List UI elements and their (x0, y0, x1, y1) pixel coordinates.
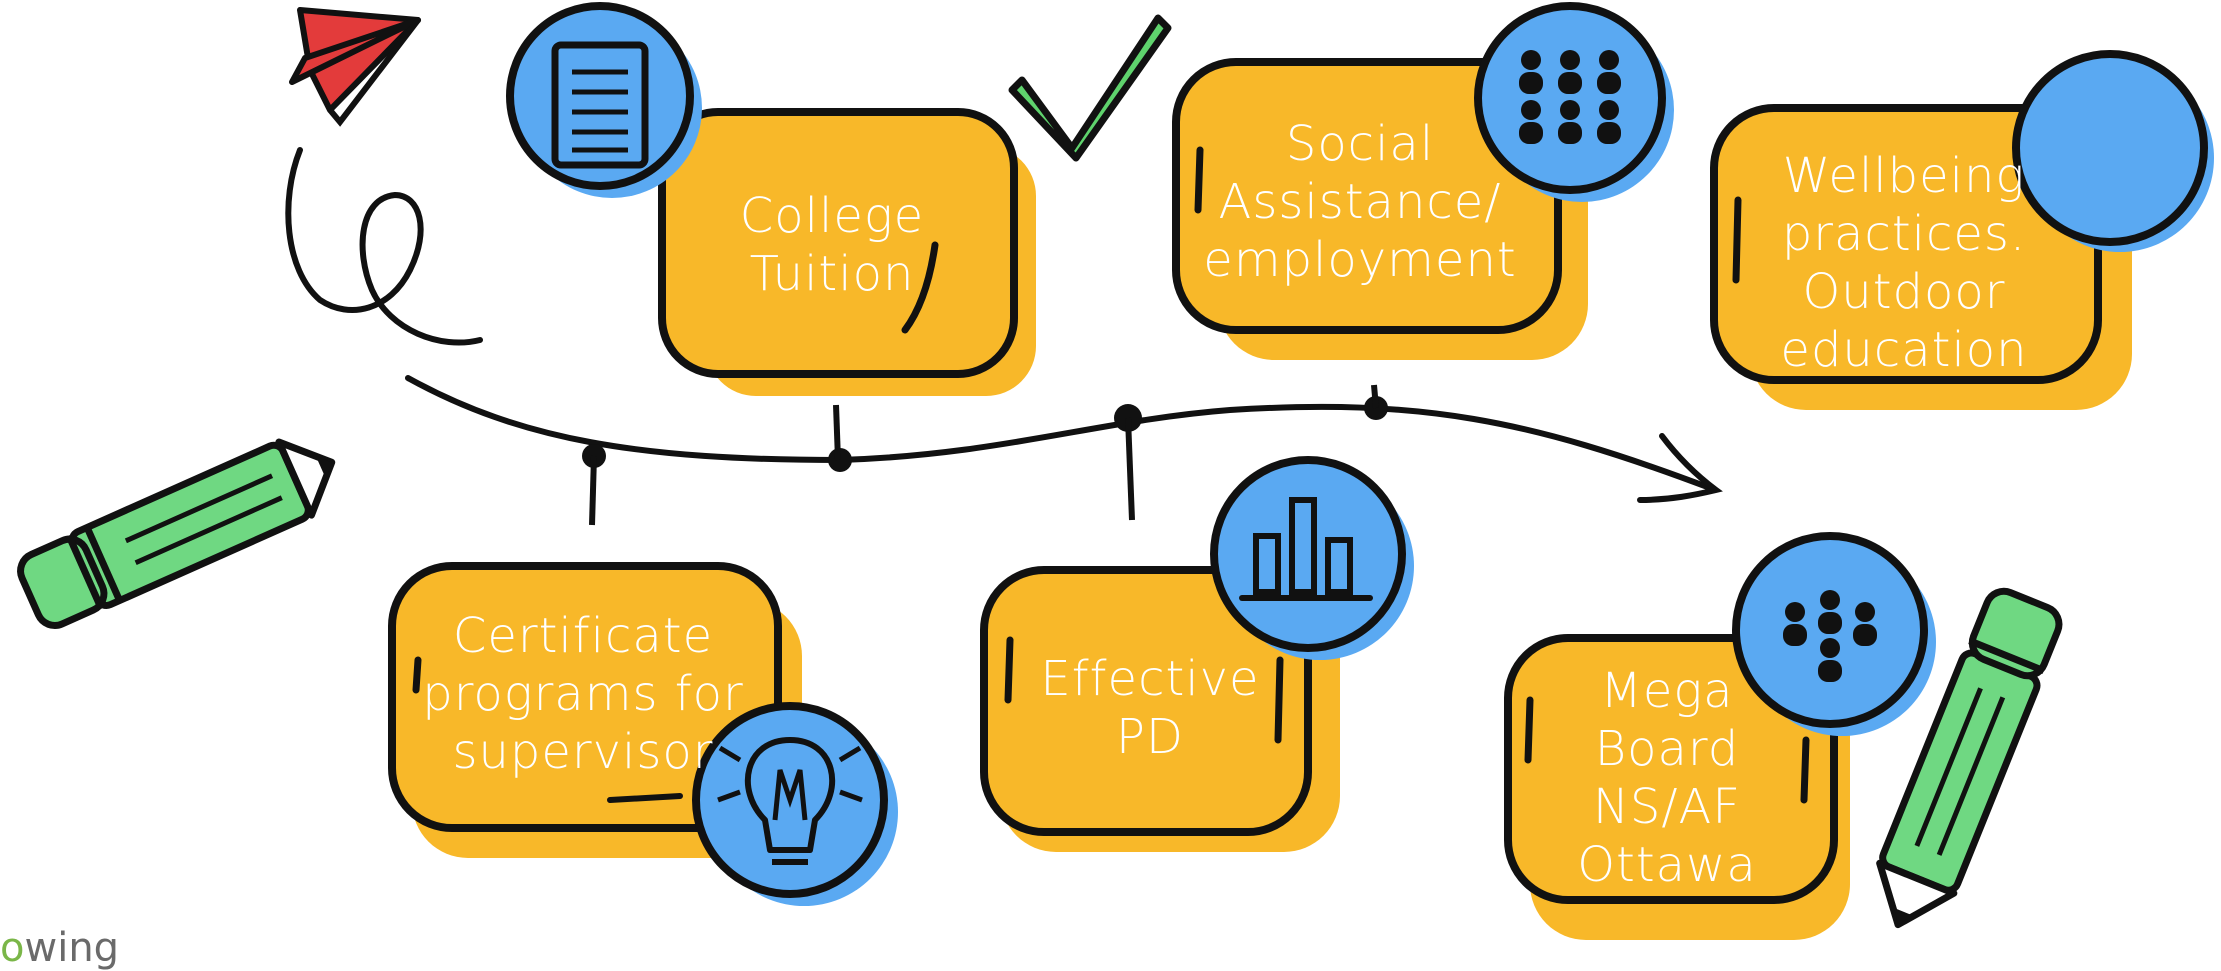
label-line: Ottawa (1577, 837, 1757, 893)
footer-green-letter: o (0, 925, 25, 971)
box-mega-board (1504, 634, 1850, 940)
pencil-icon (1876, 587, 2063, 929)
label-line: College (739, 188, 925, 244)
label-line: Wellbeing (1782, 147, 2026, 204)
label-line: supervisor (452, 724, 714, 780)
label-line: Certificate (452, 608, 714, 664)
lightbulb-icon (607, 702, 898, 906)
label-line: Mega (1600, 663, 1734, 719)
label-line: Effective (1040, 650, 1260, 707)
check-icon (1008, 14, 1172, 162)
label-line: NS/AF (1593, 779, 1741, 835)
label-line: education (1780, 321, 2028, 378)
box-college-tuition (658, 108, 1036, 396)
label-certificate: Certificate programs for supervisor (392, 604, 774, 784)
group-icon (1474, 2, 1674, 202)
label-line: Board (1594, 721, 1740, 777)
label-line: Assistance/ (1218, 174, 1502, 230)
bar-chart-icon (1210, 456, 1414, 660)
label-mega-board: Mega Board NS/AF Ottawa (1508, 658, 1826, 898)
blank-circle-icon (2012, 50, 2214, 252)
box-effective-pd (980, 566, 1340, 852)
label-social-assistance: Social Assistance/ employment (1170, 112, 1550, 292)
label-line: programs for (422, 666, 744, 722)
footer-brand-text: owing (0, 928, 119, 968)
label-line: Tuition (749, 246, 915, 302)
scribble-icon (285, 147, 483, 346)
label-effective-pd: Effective PD (980, 645, 1320, 770)
label-college-tuition: College Tuition (662, 180, 1002, 310)
label-line: employment (1203, 232, 1517, 288)
label-line: PD (1116, 708, 1184, 765)
people-icon (1732, 532, 1936, 736)
paper-plane-icon (289, 7, 421, 127)
document-icon (506, 2, 702, 198)
pencil-icon (17, 438, 336, 629)
label-line: practices. (1781, 205, 2027, 262)
box-social-assistance (1172, 58, 1588, 360)
label-wellbeing: Wellbeing practices. Outdoor education (1714, 145, 2094, 380)
timeline-arrow (405, 375, 1723, 526)
label-line: Outdoor (1802, 263, 2006, 320)
label-line: Social (1285, 116, 1435, 172)
footer-rest: wing (24, 925, 120, 971)
